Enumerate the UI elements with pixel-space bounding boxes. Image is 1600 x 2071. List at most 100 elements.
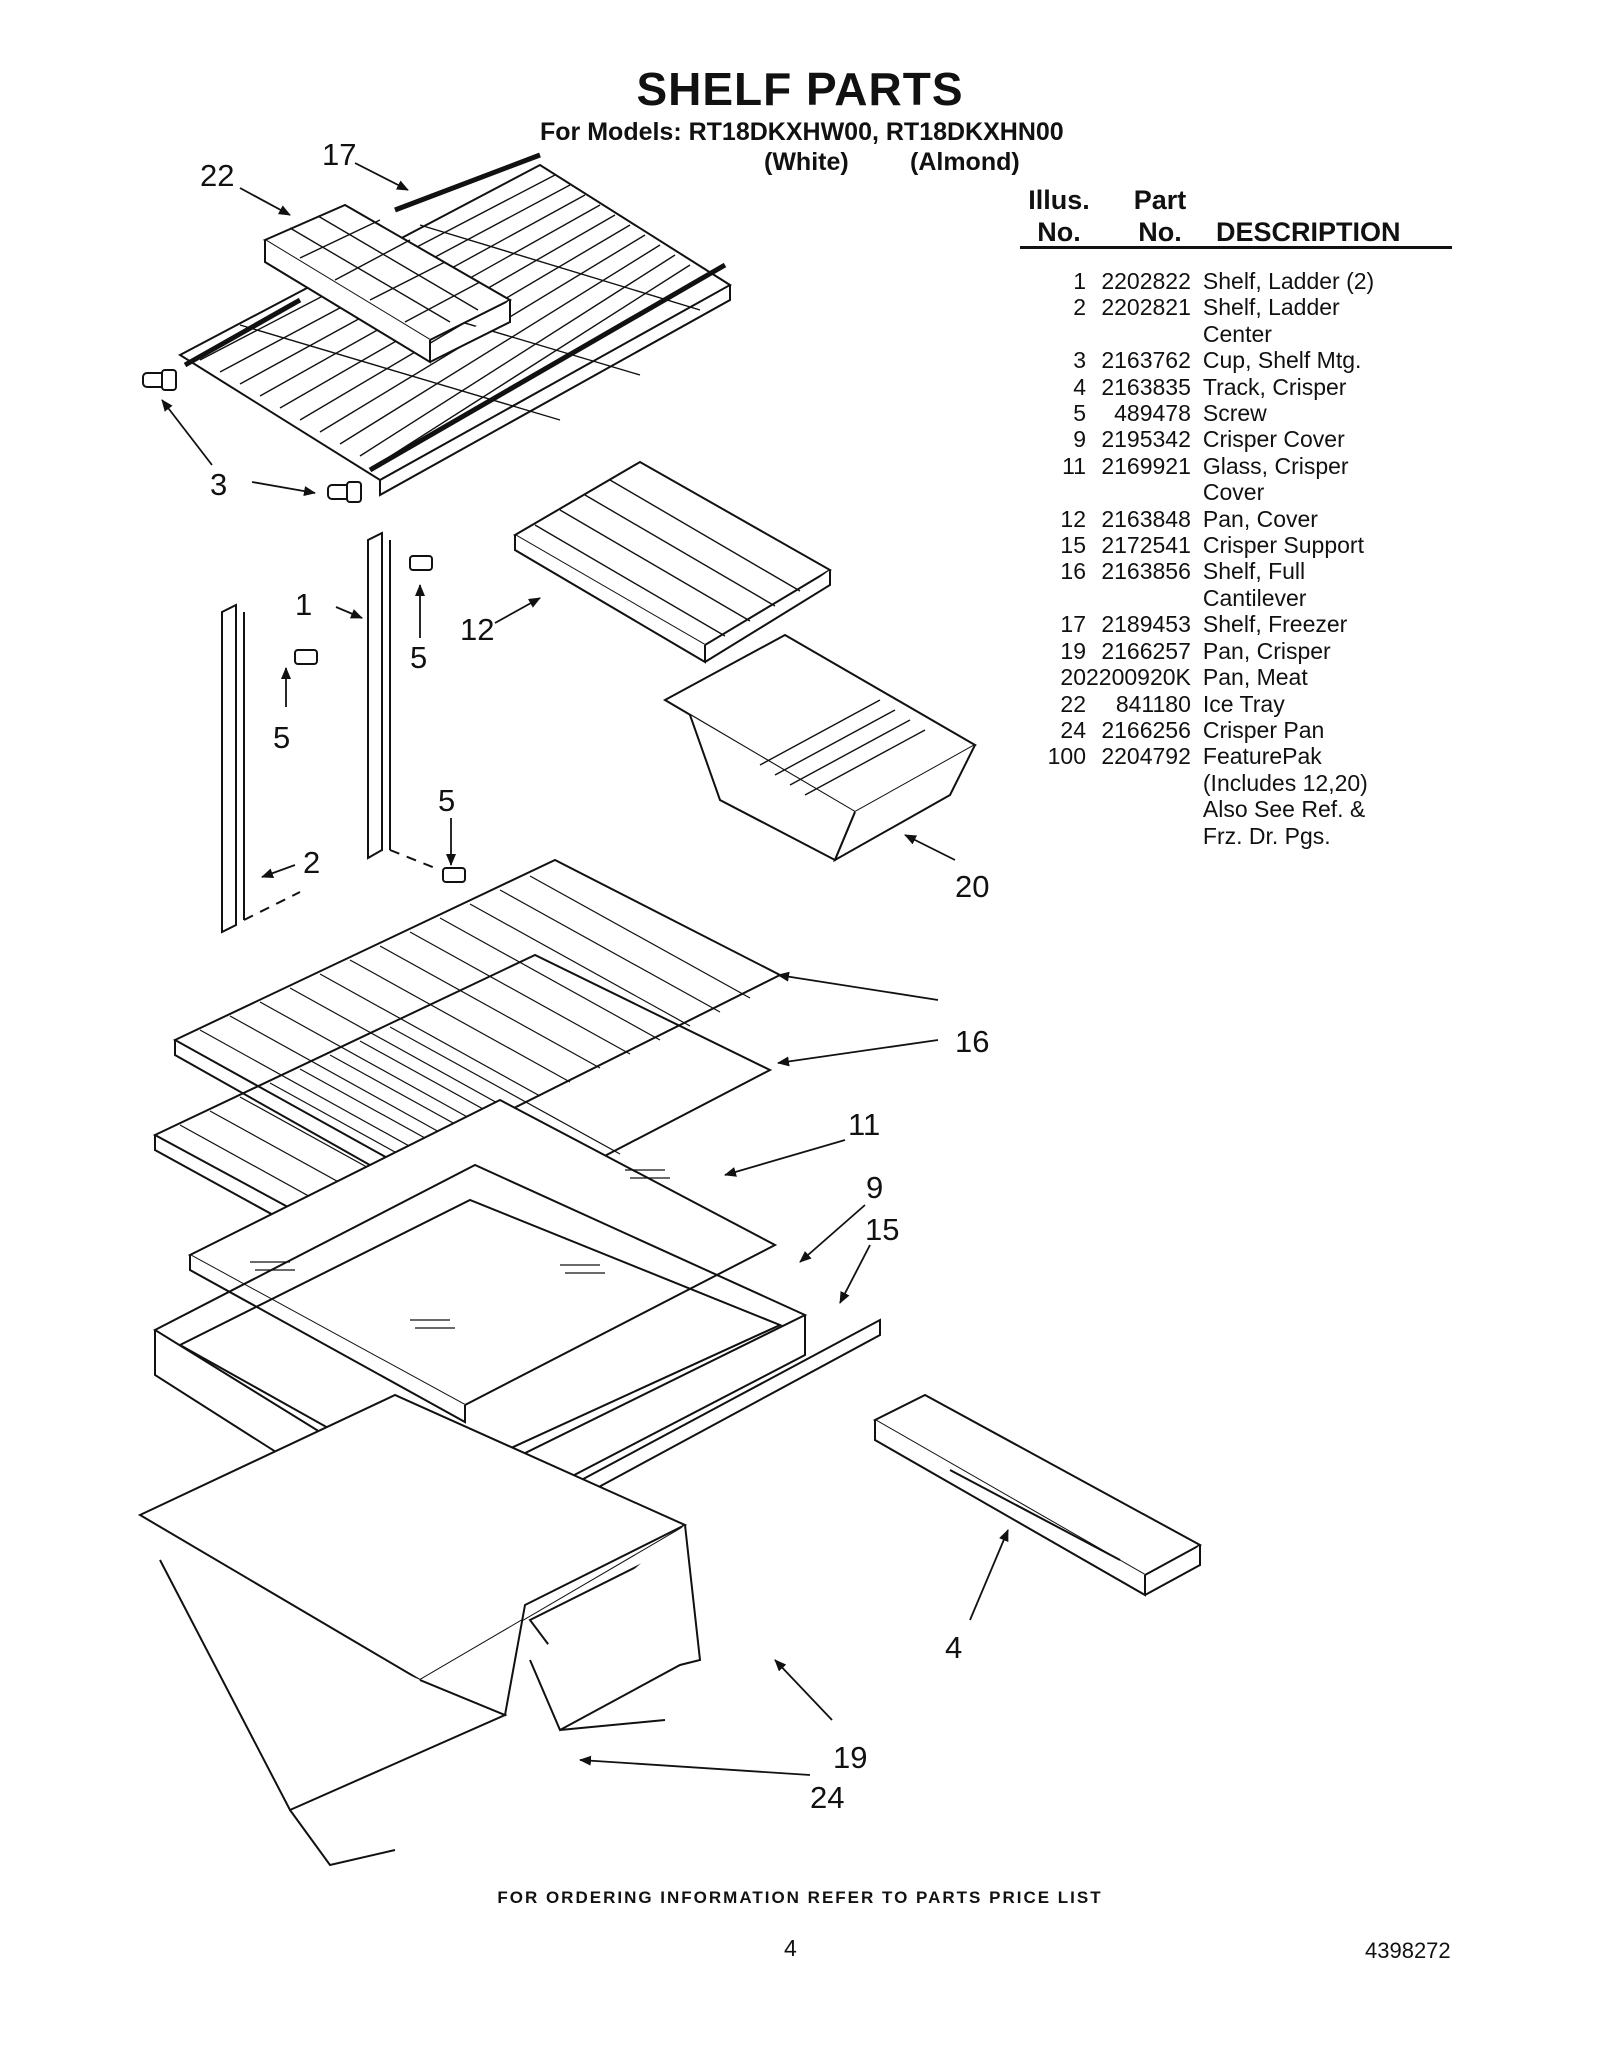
description-line: Crisper Pan	[1202, 716, 1325, 743]
part-number: 2204792	[1101, 743, 1191, 770]
ladder-drawing	[221, 531, 441, 934]
ordering-note: FOR ORDERING INFORMATION REFER TO PARTS …	[497, 1888, 1103, 1907]
shelf-cup-drawing	[142, 369, 362, 503]
description-line: Cantilever	[1202, 584, 1307, 611]
callout-24: 24	[810, 1780, 844, 1815]
description-line: Pan, Crisper	[1202, 637, 1331, 664]
part-number: 2200920K	[1086, 664, 1191, 691]
illus-number: 15	[1060, 532, 1086, 559]
callout-9: 9	[866, 1170, 883, 1205]
column-header-illus-line1: Illus.	[1028, 185, 1090, 215]
description-line: Ice Tray	[1202, 690, 1285, 717]
description-line: Glass, Crisper	[1202, 452, 1349, 479]
callout-1: 1	[295, 587, 312, 622]
description-line: Shelf, Ladder	[1202, 294, 1340, 321]
illus-number: 20	[1060, 664, 1086, 691]
description-line: Shelf, Ladder (2)	[1202, 268, 1375, 294]
illus-number: 24	[1060, 716, 1086, 743]
part-number: 489478	[1114, 400, 1191, 427]
illus-number: 2	[1073, 294, 1086, 321]
illus-number: 100	[1047, 743, 1086, 770]
crisper-track-drawing	[872, 1393, 1203, 1597]
callout-16: 16	[955, 1024, 989, 1059]
callout-11: 11	[848, 1107, 880, 1142]
header-rule	[1020, 246, 1452, 249]
part-description: Pan, Crisper	[1191, 638, 1463, 664]
part-description: FeaturePak(Includes 12,20)Also See Ref. …	[1191, 743, 1463, 849]
description-line: Center	[1202, 320, 1272, 347]
column-header-illus: Illus. No.	[1022, 184, 1096, 248]
document-number: 4398272	[1365, 1938, 1451, 1963]
part-description: Pan, Cover	[1191, 506, 1463, 532]
callout-3: 3	[210, 467, 227, 502]
description-line: (Includes 12,20)	[1202, 769, 1368, 796]
callout-2: 2	[303, 845, 320, 880]
part-description: Crisper Cover	[1191, 426, 1463, 452]
callout-4: 4	[945, 1630, 962, 1665]
callout-12: 12	[460, 612, 494, 647]
part-description: Track, Crisper	[1191, 374, 1463, 400]
illus-number: 12	[1060, 505, 1086, 532]
part-number: 2169921	[1101, 452, 1191, 479]
part-number: 2163835	[1101, 373, 1191, 400]
illus-number: 3	[1073, 347, 1086, 374]
part-number: 2195342	[1101, 426, 1191, 453]
ice-tray-drawing	[262, 203, 513, 364]
description-line: Pan, Meat	[1202, 664, 1308, 691]
illus-number: 17	[1060, 611, 1086, 638]
crisper-pan-drawing	[137, 1393, 702, 1867]
part-description: Screw	[1191, 400, 1463, 426]
callout-5: 5	[410, 640, 427, 675]
description-line: Crisper Support	[1202, 532, 1364, 559]
color-almond-label: (Almond)	[910, 148, 1020, 176]
description-line: Frz. Dr. Pgs.	[1202, 822, 1331, 849]
part-description: Pan, Meat	[1191, 664, 1463, 690]
illus-number: 5	[1073, 400, 1086, 427]
description-line: FeaturePak	[1202, 743, 1322, 770]
part-number: 841180	[1115, 690, 1191, 717]
part-number: 2163848	[1101, 505, 1191, 532]
part-number: 2202821	[1101, 294, 1191, 321]
part-description: Crisper Pan	[1191, 717, 1463, 743]
parts-row: 5 489478 Screw	[1020, 400, 1463, 426]
part-number: 2163856	[1101, 558, 1191, 585]
part-number: 2189453	[1101, 611, 1191, 638]
screw-drawing	[294, 555, 466, 883]
parts-row: 15 2172541 Crisper Support	[1020, 532, 1463, 558]
illus-number: 16	[1060, 558, 1086, 585]
description-line: Screw	[1202, 400, 1267, 427]
column-header-part-line2: No.	[1138, 217, 1182, 247]
description-line: Shelf, Full	[1202, 558, 1306, 585]
callout-19: 19	[833, 1740, 867, 1775]
part-description: Shelf, Ladder (2)	[1191, 268, 1463, 294]
part-number: 2166257	[1101, 637, 1191, 664]
column-header-illus-line2: No.	[1037, 217, 1081, 247]
part-number: 2172541	[1101, 532, 1191, 559]
description-line: Also See Ref. &	[1202, 796, 1366, 823]
illus-number: 22	[1060, 690, 1086, 717]
illus-number: 9	[1073, 426, 1086, 453]
illus-number: 1	[1073, 268, 1086, 294]
model-numbers: For Models: RT18DKXHW00, RT18DKXHN00	[540, 118, 1064, 146]
part-number: 2166256	[1101, 716, 1191, 743]
callout-15: 15	[865, 1212, 899, 1247]
part-number: 2163762	[1101, 347, 1191, 374]
parts-row: 22 841180 Ice Tray	[1020, 691, 1463, 717]
parts-row: 24 2166256 Crisper Pan	[1020, 717, 1463, 743]
callout-20: 20	[955, 869, 989, 904]
page-number: 4	[784, 1935, 797, 1961]
